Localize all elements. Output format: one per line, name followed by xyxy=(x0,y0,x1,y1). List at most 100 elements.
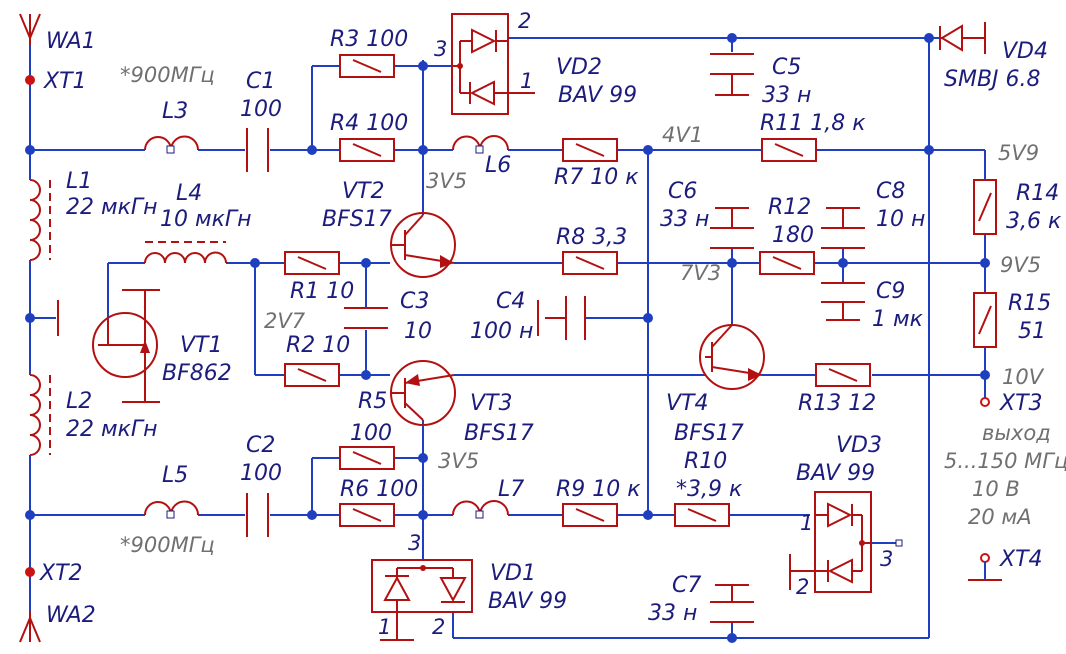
pin-vd2-2: 2 xyxy=(518,9,531,33)
label-c2-ref: C2 xyxy=(246,433,275,458)
resistor-r15 xyxy=(973,292,997,348)
inductor-l1 xyxy=(29,179,51,261)
pin-vd2-1: 1 xyxy=(520,69,533,93)
label-r1: R1 10 xyxy=(290,279,354,304)
output-freq: 5...150 МГц xyxy=(944,449,1066,473)
transistor-vt4 xyxy=(699,324,765,390)
diode-vd3 xyxy=(789,491,903,593)
label-r5-value: 100 xyxy=(350,421,392,446)
label-c5-value: 33 н xyxy=(762,83,811,108)
label-l7-ref: L7 xyxy=(498,477,524,502)
pin-vd3-2: 2 xyxy=(796,575,809,599)
diode-vd2 xyxy=(451,13,535,115)
resistor-r14 xyxy=(973,179,997,235)
label-vd2-type: BAV 99 xyxy=(558,83,637,108)
label-vt1-ref: VT1 xyxy=(180,333,223,358)
label-r8: R8 3,3 xyxy=(556,225,627,250)
resistor-r11 xyxy=(761,138,817,162)
label-vd2-ref: VD2 xyxy=(556,55,602,80)
capacitor-c9 xyxy=(821,282,865,321)
label-c2-value: 100 xyxy=(240,461,282,486)
diode-vd1 xyxy=(371,559,473,641)
label-c6-value: 33 н xyxy=(660,207,709,232)
label-c9-ref: C9 xyxy=(876,279,905,304)
label-r11: R11 1,8 к xyxy=(760,111,866,136)
label-l6-ref: L6 xyxy=(485,153,511,178)
pin-vd1-1: 1 xyxy=(378,615,391,639)
antenna-wa2 xyxy=(19,612,41,643)
label-r9: R9 10 к xyxy=(556,477,641,502)
label-r10-ref: R10 xyxy=(684,449,727,474)
label-vt2-type: BFS17 xyxy=(322,207,392,232)
label-r15-ref: R15 xyxy=(1008,291,1051,316)
resistor-r6 xyxy=(339,503,395,527)
terminal-xt4 xyxy=(968,553,1002,581)
voltage-2v7: 2V7 xyxy=(264,309,306,333)
pin-vd1-2: 2 xyxy=(432,615,445,639)
voltage-3v5-top: 3V5 xyxy=(426,169,467,193)
label-vd3-type: BAV 99 xyxy=(796,461,875,486)
label-xt4: XT4 xyxy=(999,547,1043,572)
resistor-r10 xyxy=(674,503,730,527)
inductor-l3 xyxy=(144,135,199,154)
voltage-4v1: 4V1 xyxy=(662,123,703,147)
label-vd1-type: BAV 99 xyxy=(488,589,567,614)
label-vt4-type: BFS17 xyxy=(674,421,744,446)
label-r14-value: 3,6 к xyxy=(1006,209,1062,234)
label-vt2-ref: VT2 xyxy=(342,179,385,204)
capacitor-c6 xyxy=(710,207,754,249)
label-l2-value: 22 мкГн xyxy=(66,417,158,442)
resistor-r3 xyxy=(339,54,395,78)
wires xyxy=(29,37,986,639)
voltage-10v: 10V xyxy=(1002,365,1045,389)
resistor-r7 xyxy=(562,138,618,162)
diode-vd4 xyxy=(939,22,986,54)
label-r15-value: 51 xyxy=(1018,319,1046,344)
resistor-r12 xyxy=(759,251,815,275)
label-c6-ref: C6 xyxy=(668,179,697,204)
label-r12-value: 180 xyxy=(772,223,814,248)
inductor-l2 xyxy=(29,374,51,456)
label-c9-value: 1 мк xyxy=(872,307,924,332)
voltage-7v3: 7V3 xyxy=(680,261,721,285)
labels: WA1 XT1 XT2 WA2 L1 22 мкГн L2 22 мкГн *9… xyxy=(39,9,1066,639)
capacitor-c3 xyxy=(344,307,388,329)
label-vd4-ref: VD4 xyxy=(1002,39,1048,64)
label-c8-ref: C8 xyxy=(876,179,905,204)
label-l5-ref: L5 xyxy=(162,463,188,488)
label-vt3-type: BFS17 xyxy=(464,421,534,446)
label-l1-ref: L1 xyxy=(66,169,92,194)
label-l4-value: 10 мкГн xyxy=(160,207,252,232)
capacitor-c4 xyxy=(537,296,586,340)
label-r14-ref: R14 xyxy=(1016,181,1059,206)
inductor-l4 xyxy=(144,241,227,264)
transistor-vt1 xyxy=(92,289,160,403)
resistor-r2 xyxy=(284,363,340,387)
label-xt3: XT3 xyxy=(999,391,1043,416)
output-volt: 10 В xyxy=(972,477,1020,501)
label-c3-value: 10 xyxy=(404,319,432,344)
voltage-3v5-bottom: 3V5 xyxy=(438,449,479,473)
pin-vd3-1: 1 xyxy=(800,511,813,535)
label-c4-value: 100 н xyxy=(470,319,533,344)
label-r13: R13 12 xyxy=(798,391,876,416)
label-c3-ref: C3 xyxy=(400,289,429,314)
label-wa2: WA2 xyxy=(46,603,96,628)
label-c1-value: 100 xyxy=(240,97,282,122)
capacitor-c8 xyxy=(821,207,865,249)
pin-vd2-3: 3 xyxy=(434,37,447,61)
label-vd4-type: SMBJ 6.8 xyxy=(944,67,1041,92)
pin-vd1-3: 3 xyxy=(408,531,421,555)
resistor-r13 xyxy=(815,363,871,387)
antenna-wa1 xyxy=(19,13,41,45)
label-c7-value: 33 н xyxy=(648,601,697,626)
inductor-l6 xyxy=(452,135,509,154)
label-vt4-ref: VT4 xyxy=(666,391,709,416)
label-vt1-type: BF862 xyxy=(162,361,232,386)
label-l5-note: *900МГц xyxy=(120,533,215,557)
label-vt3-ref: VT3 xyxy=(470,391,513,416)
label-r5-ref: R5 xyxy=(358,389,387,414)
label-r12-ref: R12 xyxy=(768,195,811,220)
